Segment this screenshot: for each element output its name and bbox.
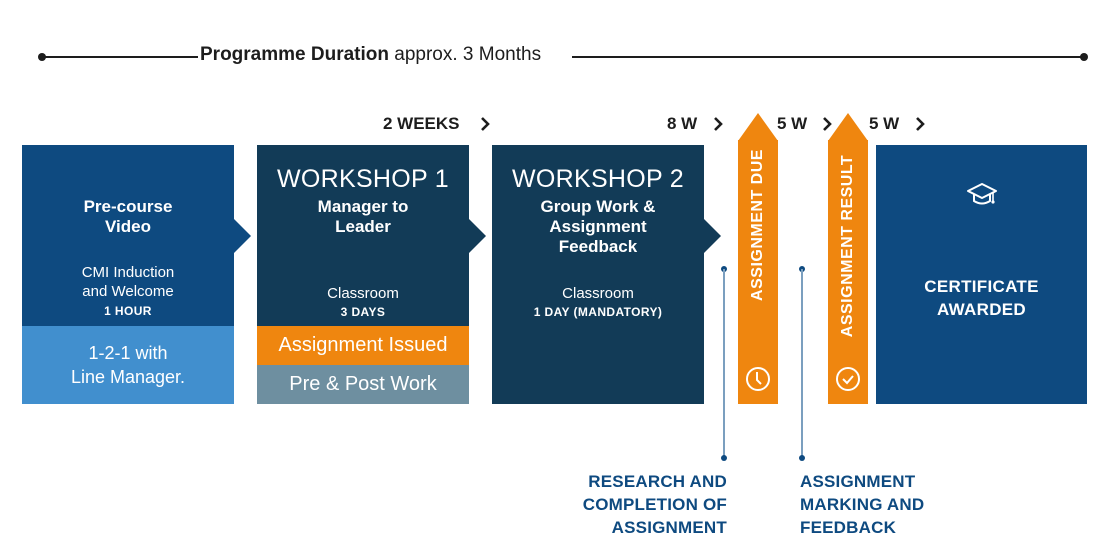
title-line: Leader — [335, 217, 391, 236]
stage-assignment-result: ASSIGNMENT RESULT — [828, 140, 868, 404]
check-circle-icon — [836, 367, 860, 391]
interval-label-5-w-b: 5 W — [869, 114, 900, 133]
duration-line-left — [42, 56, 198, 58]
chevron-right-icon — [481, 117, 490, 131]
duration-label-rest: approx. 3 Months — [388, 44, 542, 65]
title-line: Group Work & — [540, 197, 656, 216]
pre-course-duration: 1 HOUR — [104, 304, 152, 318]
note-research-completion: RESEARCH AND COMPLETION OF ASSIGNMENT — [583, 470, 727, 539]
note-line: COMPLETION OF — [582, 495, 727, 514]
assignment-due-peak — [738, 113, 778, 141]
interval-label-2-weeks: 2 WEEKS — [383, 114, 460, 133]
note-line: RESEARCH AND — [588, 472, 727, 491]
stage-assignment-due: ASSIGNMENT DUE — [738, 140, 778, 404]
duration-label-bold: Programme Duration — [200, 44, 389, 65]
note-marking-feedback: ASSIGNMENT MARKING AND FEEDBACK — [800, 470, 924, 539]
workshop-1-title: Manager to Leader — [257, 197, 469, 237]
strip-line: 1-2-1 with — [88, 343, 168, 363]
connector-dot-bottom — [799, 455, 805, 461]
workshop-2-heading: WORKSHOP 2 — [511, 165, 685, 193]
note-line: ASSIGNMENT — [800, 472, 916, 491]
note-line: MARKING AND — [800, 495, 925, 514]
stage-workshop-1: WORKSHOP 1 Manager to Leader Classroom 3… — [257, 145, 469, 404]
programme-duration-label: Programme Duration approx. 3 Months — [200, 44, 541, 66]
assignment-due-label: ASSIGNMENT DUE — [749, 149, 766, 301]
stage-workshop-2: WORKSHOP 2 Group Work & Assignment Feedb… — [492, 145, 704, 404]
title-line: Video — [105, 217, 151, 236]
arrow-notch — [704, 219, 721, 253]
connector-line-marking — [801, 269, 803, 459]
pre-course-title: Pre-course Video — [22, 197, 234, 237]
pre-post-work-strip: Pre & Post Work — [257, 365, 469, 404]
chevron-right-icon — [714, 117, 723, 131]
title-line: Assignment — [549, 217, 647, 236]
assignment-result-peak — [828, 113, 868, 141]
workshop-1-heading: WORKSHOP 1 — [276, 165, 450, 193]
title-line: Manager to — [317, 197, 409, 216]
graduation-cap-icon — [967, 183, 997, 205]
workshop-2-title: Group Work & Assignment Feedback — [492, 197, 704, 257]
desc-line: CMI Induction — [81, 264, 175, 281]
arrow-notch — [469, 219, 486, 253]
workshop-1-duration: 3 DAYS — [340, 305, 386, 319]
stage-certificate: CERTIFICATE AWARDED — [876, 145, 1087, 404]
title-line: Feedback — [558, 237, 638, 256]
duration-line-right — [572, 56, 1084, 58]
line-manager-strip: 1-2-1 with Line Manager. — [22, 326, 234, 404]
workshop-2-duration: 1 DAY (MANDATORY) — [533, 305, 663, 319]
certificate-title: CERTIFICATE AWARDED — [876, 275, 1087, 321]
duration-end-dot — [1080, 53, 1088, 61]
strip-line: Line Manager. — [70, 367, 186, 387]
interval-label-5-w-a: 5 W — [777, 114, 808, 133]
clock-icon — [746, 367, 770, 391]
note-line: ASSIGNMENT — [611, 518, 727, 537]
connector-line-research — [723, 269, 725, 459]
title-line: Pre-course — [83, 197, 173, 216]
workshop-1-mode: Classroom — [327, 285, 399, 302]
assignment-result-label: ASSIGNMENT RESULT — [839, 154, 856, 338]
assignment-issued-strip: Assignment Issued — [257, 326, 469, 365]
desc-line: and Welcome — [82, 283, 174, 300]
stage-pre-course: Pre-course Video CMI Induction and Welco… — [22, 145, 234, 404]
pre-course-description: CMI Induction and Welcome — [22, 263, 234, 302]
chevron-right-icon — [916, 117, 925, 131]
interval-label-8-w: 8 W — [667, 114, 698, 133]
note-line: FEEDBACK — [800, 518, 897, 537]
workshop-2-mode: Classroom — [562, 285, 634, 302]
title-line: CERTIFICATE — [924, 277, 1039, 296]
arrow-notch — [234, 219, 251, 253]
title-line: AWARDED — [937, 300, 1026, 319]
connector-dot-bottom — [721, 455, 727, 461]
